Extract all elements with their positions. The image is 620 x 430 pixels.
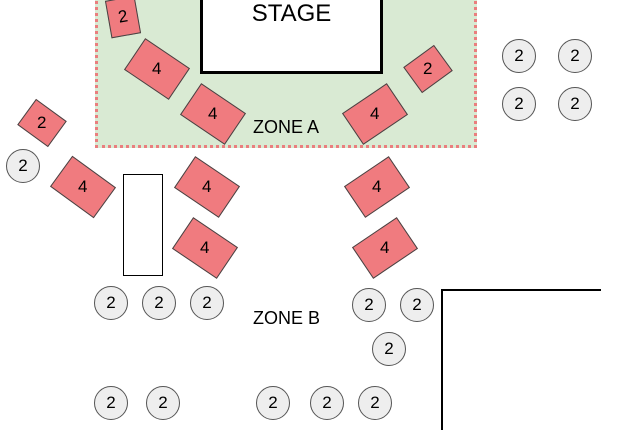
round-table-2-seat: 2 bbox=[146, 386, 180, 420]
room-wall bbox=[441, 289, 601, 291]
table-4-seat: 4 bbox=[49, 155, 117, 219]
table-4-seat: 4 bbox=[351, 217, 419, 279]
round-table-2-seat: 2 bbox=[6, 149, 40, 183]
round-table-2-seat: 2 bbox=[352, 288, 386, 322]
round-table-2-seat: 2 bbox=[502, 39, 536, 73]
room-wall bbox=[441, 290, 443, 430]
table-4-seat: 4 bbox=[173, 156, 241, 218]
round-table-2-seat: 2 bbox=[310, 386, 344, 420]
round-table-2-seat: 2 bbox=[142, 286, 176, 320]
table-2-seat: 2 bbox=[17, 98, 67, 148]
zone-a-label: ZONE A bbox=[253, 117, 320, 137]
bar-counter bbox=[123, 174, 163, 276]
stage: STAGE bbox=[200, 0, 383, 74]
round-table-2-seat: 2 bbox=[94, 386, 128, 420]
table-2-seat: 2 bbox=[104, 0, 142, 39]
table-4-seat: 4 bbox=[171, 217, 239, 279]
round-table-2-seat: 2 bbox=[372, 332, 406, 366]
round-table-2-seat: 2 bbox=[190, 286, 224, 320]
round-table-2-seat: 2 bbox=[400, 288, 434, 322]
round-table-2-seat: 2 bbox=[256, 386, 290, 420]
round-table-2-seat: 2 bbox=[502, 87, 536, 121]
zone-b-label: ZONE B bbox=[253, 308, 321, 328]
round-table-2-seat: 2 bbox=[358, 386, 392, 420]
round-table-2-seat: 2 bbox=[558, 39, 592, 73]
round-table-2-seat: 2 bbox=[558, 87, 592, 121]
round-table-2-seat: 2 bbox=[94, 286, 128, 320]
stage-label: STAGE bbox=[251, 0, 332, 27]
table-4-seat: 4 bbox=[343, 156, 411, 218]
